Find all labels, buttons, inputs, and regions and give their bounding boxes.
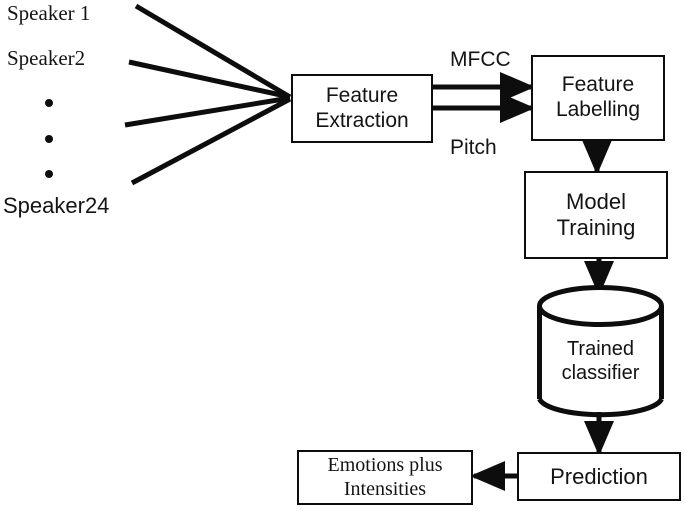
ellipsis-dot-icon — [45, 135, 53, 143]
node-model-training: Model Training — [524, 171, 668, 259]
node-prediction: Prediction — [517, 452, 681, 501]
input-label-speaker-second: Speaker2 — [7, 46, 86, 70]
input-label-speaker-last: Speaker24 — [3, 193, 110, 218]
input-label-speaker-first: Speaker 1 — [7, 1, 91, 25]
edge-label-mfcc: MFCC — [450, 48, 511, 71]
cylinder-shape-icon — [537, 285, 664, 418]
edge-label-pitch: Pitch — [450, 136, 497, 159]
node-feature-extraction: Feature Extraction — [291, 74, 433, 143]
node-trained-classifier-label: Trained classifier — [561, 338, 640, 384]
node-feature-labelling: Feature Labelling — [531, 55, 665, 141]
node-trained-classifier: Trained classifier — [536, 285, 665, 420]
speaker-input-lines — [124, 3, 292, 186]
node-emotions-plus-intensities: Emotions plus Intensities — [297, 450, 473, 505]
ellipsis-dot-icon — [45, 170, 53, 178]
ellipsis-dot-icon — [45, 99, 53, 107]
